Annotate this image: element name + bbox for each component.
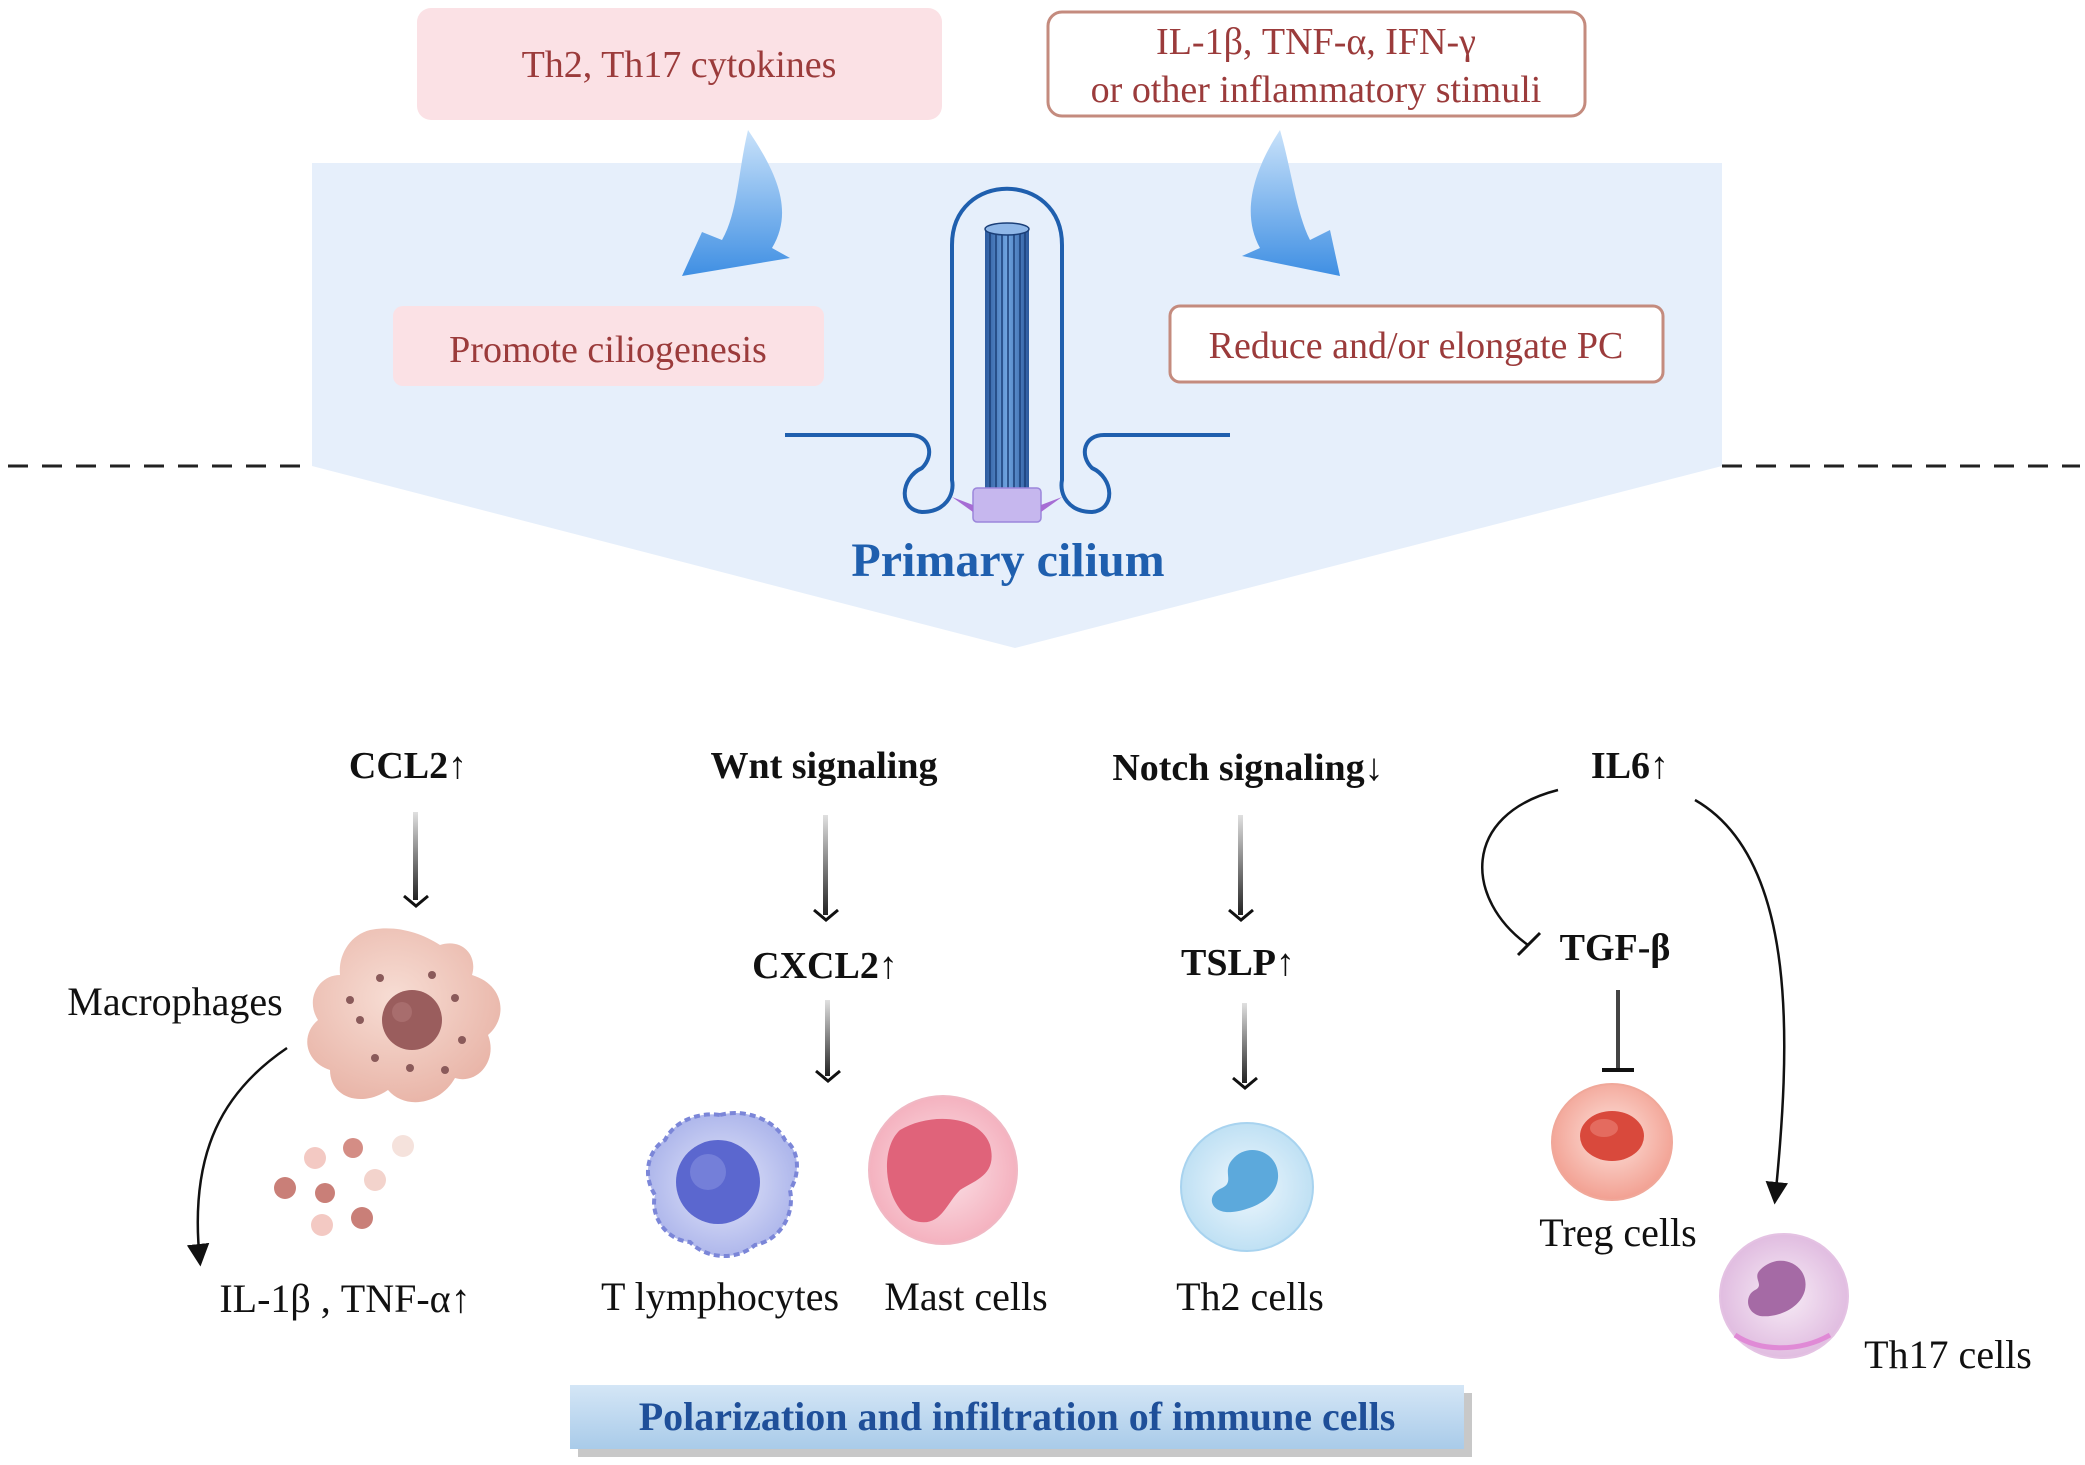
- inhibit-arrow-il6-to-tgfb: [1481, 788, 1559, 947]
- label-tgfb: TGF-β: [1560, 927, 1671, 969]
- footer-bar: [570, 1385, 1464, 1449]
- mast-cell-icon: [868, 1095, 1018, 1245]
- box-inflammatory-stimuli-line1: IL-1β, TNF-α, IFN-γ: [1156, 21, 1476, 63]
- arrow-wnt-to-cxcl2: [813, 815, 839, 922]
- th2-cell-icon: [1180, 1122, 1314, 1252]
- label-il6: IL6↑: [1591, 745, 1669, 787]
- label-notch-signaling: Notch signaling↓: [1112, 747, 1383, 789]
- arrow-notch-to-tslp: [1228, 815, 1254, 922]
- box-inflammatory-stimuli-line2: or other inflammatory stimuli: [1091, 69, 1542, 111]
- curved-arrow-right: [1242, 130, 1340, 276]
- box-reduce-elongate-pc-text: Reduce and/or elongate PC: [1209, 325, 1624, 367]
- box-th2-th17-cytokines: [417, 8, 942, 120]
- label-tslp: TSLP↑: [1181, 942, 1295, 984]
- box-inflammatory-stimuli: [1046, 10, 1587, 118]
- arrow-ccl2-to-macrophage: [403, 812, 429, 908]
- th17-cell-icon: [1719, 1233, 1849, 1359]
- label-cxcl2: CXCL2↑: [752, 945, 898, 987]
- t-lymphocyte-cell-icon: [646, 1111, 799, 1259]
- label-mast-cells: Mast cells: [884, 1274, 1047, 1319]
- footer-label: Polarization and infiltration of immune …: [639, 1394, 1396, 1439]
- arrow-tslp-to-th2: [1232, 1003, 1258, 1090]
- label-t-lymphocytes: T lymphocytes: [601, 1274, 839, 1319]
- macrophage-cell-icon: [307, 928, 501, 1103]
- primary-cilium-label: Primary cilium: [851, 534, 1164, 587]
- label-th17-cells: Th17 cells: [1864, 1332, 2032, 1377]
- label-treg-cells: Treg cells: [1539, 1210, 1696, 1255]
- primary-cilium-illustration: [785, 186, 1230, 523]
- curved-arrow-left: [682, 130, 790, 276]
- box-th2-th17-cytokines-text: Th2, Th17 cytokines: [522, 44, 837, 86]
- arrow-il6-to-th17: [1694, 798, 1788, 1205]
- inhibit-bar-tgfb: [1516, 931, 1542, 957]
- box-promote-ciliogenesis: [393, 306, 824, 386]
- treg-cell-icon: [1551, 1083, 1673, 1201]
- label-macrophages: Macrophages: [67, 979, 282, 1024]
- label-il1b-tnfa: IL-1β , TNF-α↑: [219, 1276, 470, 1321]
- cytokine-particles-icon: [274, 1135, 414, 1236]
- label-wnt-signaling: Wnt signaling: [710, 745, 937, 787]
- box-reduce-elongate-pc: [1168, 304, 1665, 384]
- box-promote-ciliogenesis-text: Promote ciliogenesis: [449, 329, 767, 371]
- label-th2-cells: Th2 cells: [1176, 1274, 1324, 1319]
- arrow-cxcl2-to-cells: [815, 1000, 841, 1083]
- label-ccl2: CCL2↑: [349, 745, 467, 787]
- curved-arrow-macrophage-to-cytokines: [186, 1046, 288, 1267]
